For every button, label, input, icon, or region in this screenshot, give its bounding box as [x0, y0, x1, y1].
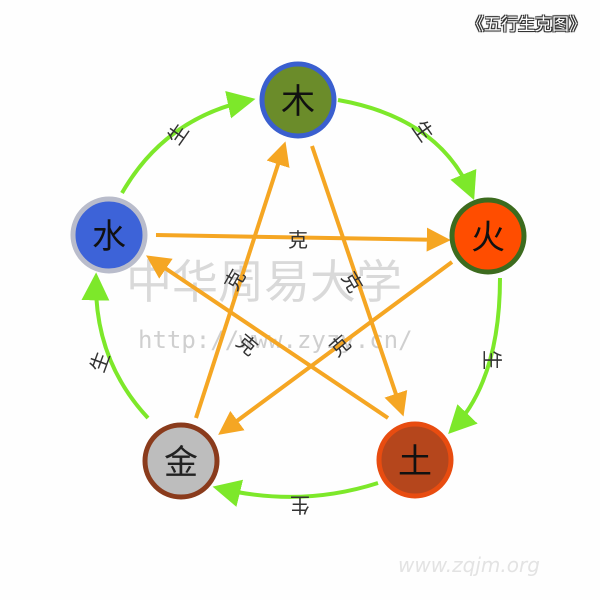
element-node-wood: 木 [259, 61, 337, 139]
generate-arrow [120, 90, 256, 194]
restrain-arrow [155, 227, 451, 252]
generate-label: 生 [480, 350, 504, 370]
restrain-arrow [146, 255, 390, 420]
restrain-arrow [310, 145, 408, 417]
generate-label: 生 [290, 493, 310, 517]
generate-arrow [448, 277, 502, 435]
element-glyph-fire: 火 [471, 218, 505, 258]
watermark-corner-url: www.zqjm.org [398, 553, 540, 577]
element-nodes: 木火土 金 水 [70, 61, 527, 500]
restrain-arrow [194, 141, 290, 419]
element-glyph-wood: 木 [281, 82, 315, 122]
generate-label: 生 [85, 348, 114, 375]
restrain-label: 克 [288, 228, 308, 252]
restrain-cycle [146, 141, 454, 435]
element-node-fire: 火 [449, 197, 527, 275]
restrain-arrow [218, 260, 454, 435]
generate-arrow [81, 272, 150, 420]
element-node-metal: 金 [142, 422, 220, 500]
element-glyph-metal: 金 [164, 443, 198, 483]
diagram-title: 《五行生克图》 [467, 15, 586, 35]
generate-cycle [81, 90, 502, 507]
watermark-group: 中华周易大学 http://www.zyzy.cn/ www.zqjm.org [126, 255, 540, 577]
generate-arrow [337, 98, 477, 201]
element-node-water: 水 [70, 196, 148, 274]
element-glyph-earth: 土 [398, 442, 432, 482]
element-glyph-water: 水 [92, 217, 126, 257]
element-node-earth: 土 [376, 421, 454, 499]
generate-arrow [212, 479, 379, 507]
